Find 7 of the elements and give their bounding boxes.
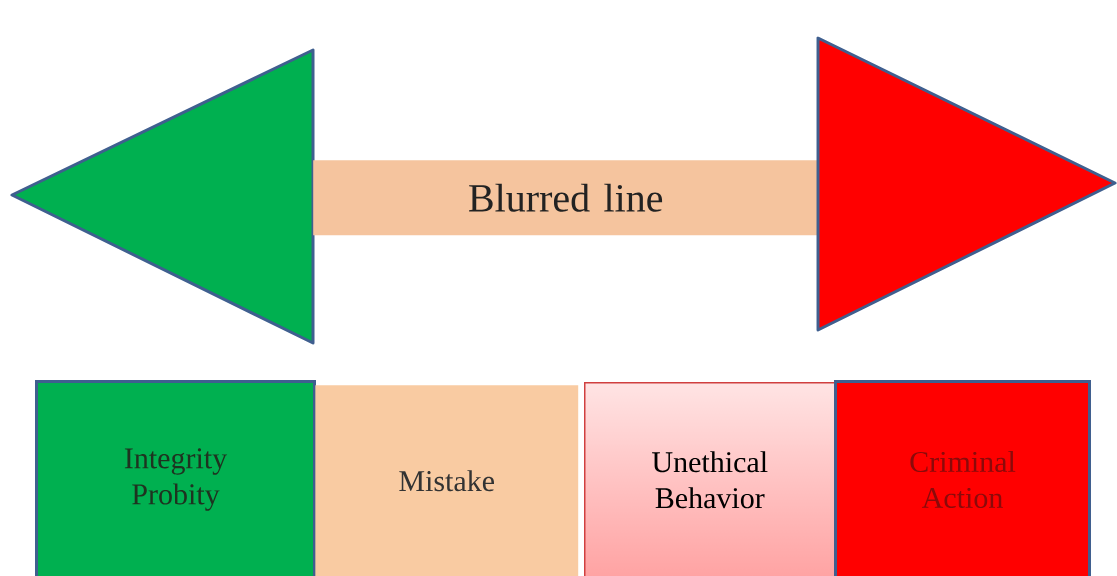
category-box: Integrity Probity [35,380,316,576]
category-box: Mistake [315,385,579,576]
category-box: Criminal Action [834,380,1091,576]
band: Blurred line [313,160,819,236]
category-box: Unethical Behavior [584,382,836,576]
triangle-arrowhead [816,36,1117,332]
triangle-arrowhead [10,48,315,345]
